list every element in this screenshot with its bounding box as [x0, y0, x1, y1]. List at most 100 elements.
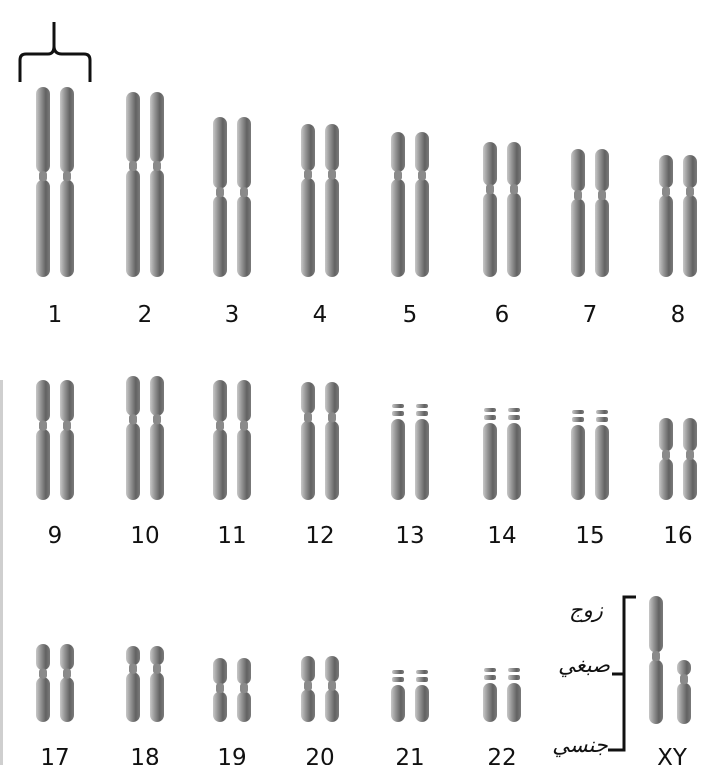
chromosome-pair-16 — [659, 418, 697, 500]
chromatid — [391, 670, 405, 722]
chromosome-pair-17 — [36, 644, 74, 722]
chromatid — [391, 404, 405, 500]
annotation-line-1: زوج — [569, 598, 604, 623]
chromatid — [571, 410, 585, 500]
chromatid — [126, 646, 140, 722]
chromatid — [659, 155, 673, 277]
chromatid — [237, 658, 251, 722]
chromatid — [150, 376, 164, 500]
chromatid — [60, 644, 74, 722]
chromosome-pair-7 — [571, 149, 609, 277]
chromosome-pair-18 — [126, 646, 164, 722]
chromatid — [595, 149, 609, 277]
sex-chromosome-pair — [649, 596, 691, 724]
chromatid — [213, 117, 227, 277]
chromatid — [507, 408, 521, 500]
sex-chromosome-bracket — [608, 595, 636, 752]
chromatid — [213, 658, 227, 722]
chromatid — [36, 644, 50, 722]
chromosome-label: 12 — [305, 523, 334, 549]
chromosome-pair-6 — [483, 142, 521, 277]
chromosome-label: 16 — [663, 523, 692, 549]
chromatid — [507, 668, 521, 722]
chromatid — [507, 142, 521, 277]
chromatid — [126, 376, 140, 500]
chromatid — [36, 87, 50, 277]
chromosome-pair-1 — [36, 87, 74, 277]
chromatid — [150, 92, 164, 277]
chromatid — [595, 410, 609, 500]
chromosome-label: 6 — [495, 302, 510, 328]
chromatid — [483, 142, 497, 277]
chromosome-label: 21 — [395, 745, 424, 765]
chromosome-label: 20 — [305, 745, 334, 765]
chromatid — [237, 380, 251, 500]
chromatid — [571, 149, 585, 277]
chromosome-pair-2 — [126, 92, 164, 277]
chromatid — [301, 124, 315, 277]
chromosome-pair-19 — [213, 658, 251, 722]
chromosome-label: 3 — [225, 302, 240, 328]
chromosome-pair-12 — [301, 382, 339, 500]
chromatid — [415, 132, 429, 277]
chromatid — [659, 418, 673, 500]
chromosome-pair-15 — [571, 410, 609, 500]
chromosome-label: 15 — [575, 523, 604, 549]
chromatid — [301, 656, 315, 722]
chromatid — [237, 117, 251, 277]
chromatid — [415, 670, 429, 722]
annotation-line-3: جنسي — [552, 733, 609, 758]
chromatid — [683, 155, 697, 277]
chromatid — [301, 382, 315, 500]
chromosome-label: 1 — [48, 302, 63, 328]
chromosome-label: 8 — [671, 302, 686, 328]
chromosome-pair-14 — [483, 408, 521, 500]
chromosome-pair-9 — [36, 380, 74, 500]
chromosome-label: 13 — [395, 523, 424, 549]
chromosome-label: 5 — [403, 302, 418, 328]
chromosome-pair-13 — [391, 404, 429, 500]
chromosome-pair-4 — [301, 124, 339, 277]
pair-bracket — [18, 22, 92, 82]
chromatid — [213, 380, 227, 500]
chromosome-label: 4 — [313, 302, 328, 328]
x-chromosome — [649, 596, 663, 724]
chromosome-label: 10 — [130, 523, 159, 549]
sex-chromosome-label: XY — [657, 745, 688, 765]
chromosome-label: 18 — [130, 745, 159, 765]
chromatid — [483, 408, 497, 500]
page-edge-shadow — [0, 380, 3, 765]
chromatid — [325, 382, 339, 500]
chromatid — [60, 87, 74, 277]
chromosome-pair-22 — [483, 668, 521, 722]
chromatid — [483, 668, 497, 722]
chromatid — [36, 380, 50, 500]
chromosome-label: 17 — [40, 745, 69, 765]
chromosome-label: 22 — [487, 745, 516, 765]
chromosome-pair-3 — [213, 117, 251, 277]
chromosome-pair-5 — [391, 132, 429, 277]
chromatid — [683, 418, 697, 500]
chromosome-label: 11 — [217, 523, 246, 549]
chromosome-label: 14 — [487, 523, 516, 549]
chromosome-label: 7 — [583, 302, 598, 328]
chromatid — [60, 380, 74, 500]
y-chromosome — [677, 660, 691, 724]
chromosome-pair-11 — [213, 380, 251, 500]
chromosome-pair-21 — [391, 670, 429, 722]
chromatid — [325, 124, 339, 277]
chromosome-pair-8 — [659, 155, 697, 277]
annotation-line-2: صبغي — [558, 653, 610, 678]
chromatid — [126, 92, 140, 277]
chromatid — [391, 132, 405, 277]
chromosome-label: 2 — [138, 302, 153, 328]
chromosome-pair-20 — [301, 656, 339, 722]
chromosome-pair-10 — [126, 376, 164, 500]
chromosome-label: 19 — [217, 745, 246, 765]
chromatid — [150, 646, 164, 722]
chromatid — [415, 404, 429, 500]
chromosome-label: 9 — [48, 523, 63, 549]
chromatid — [325, 656, 339, 722]
